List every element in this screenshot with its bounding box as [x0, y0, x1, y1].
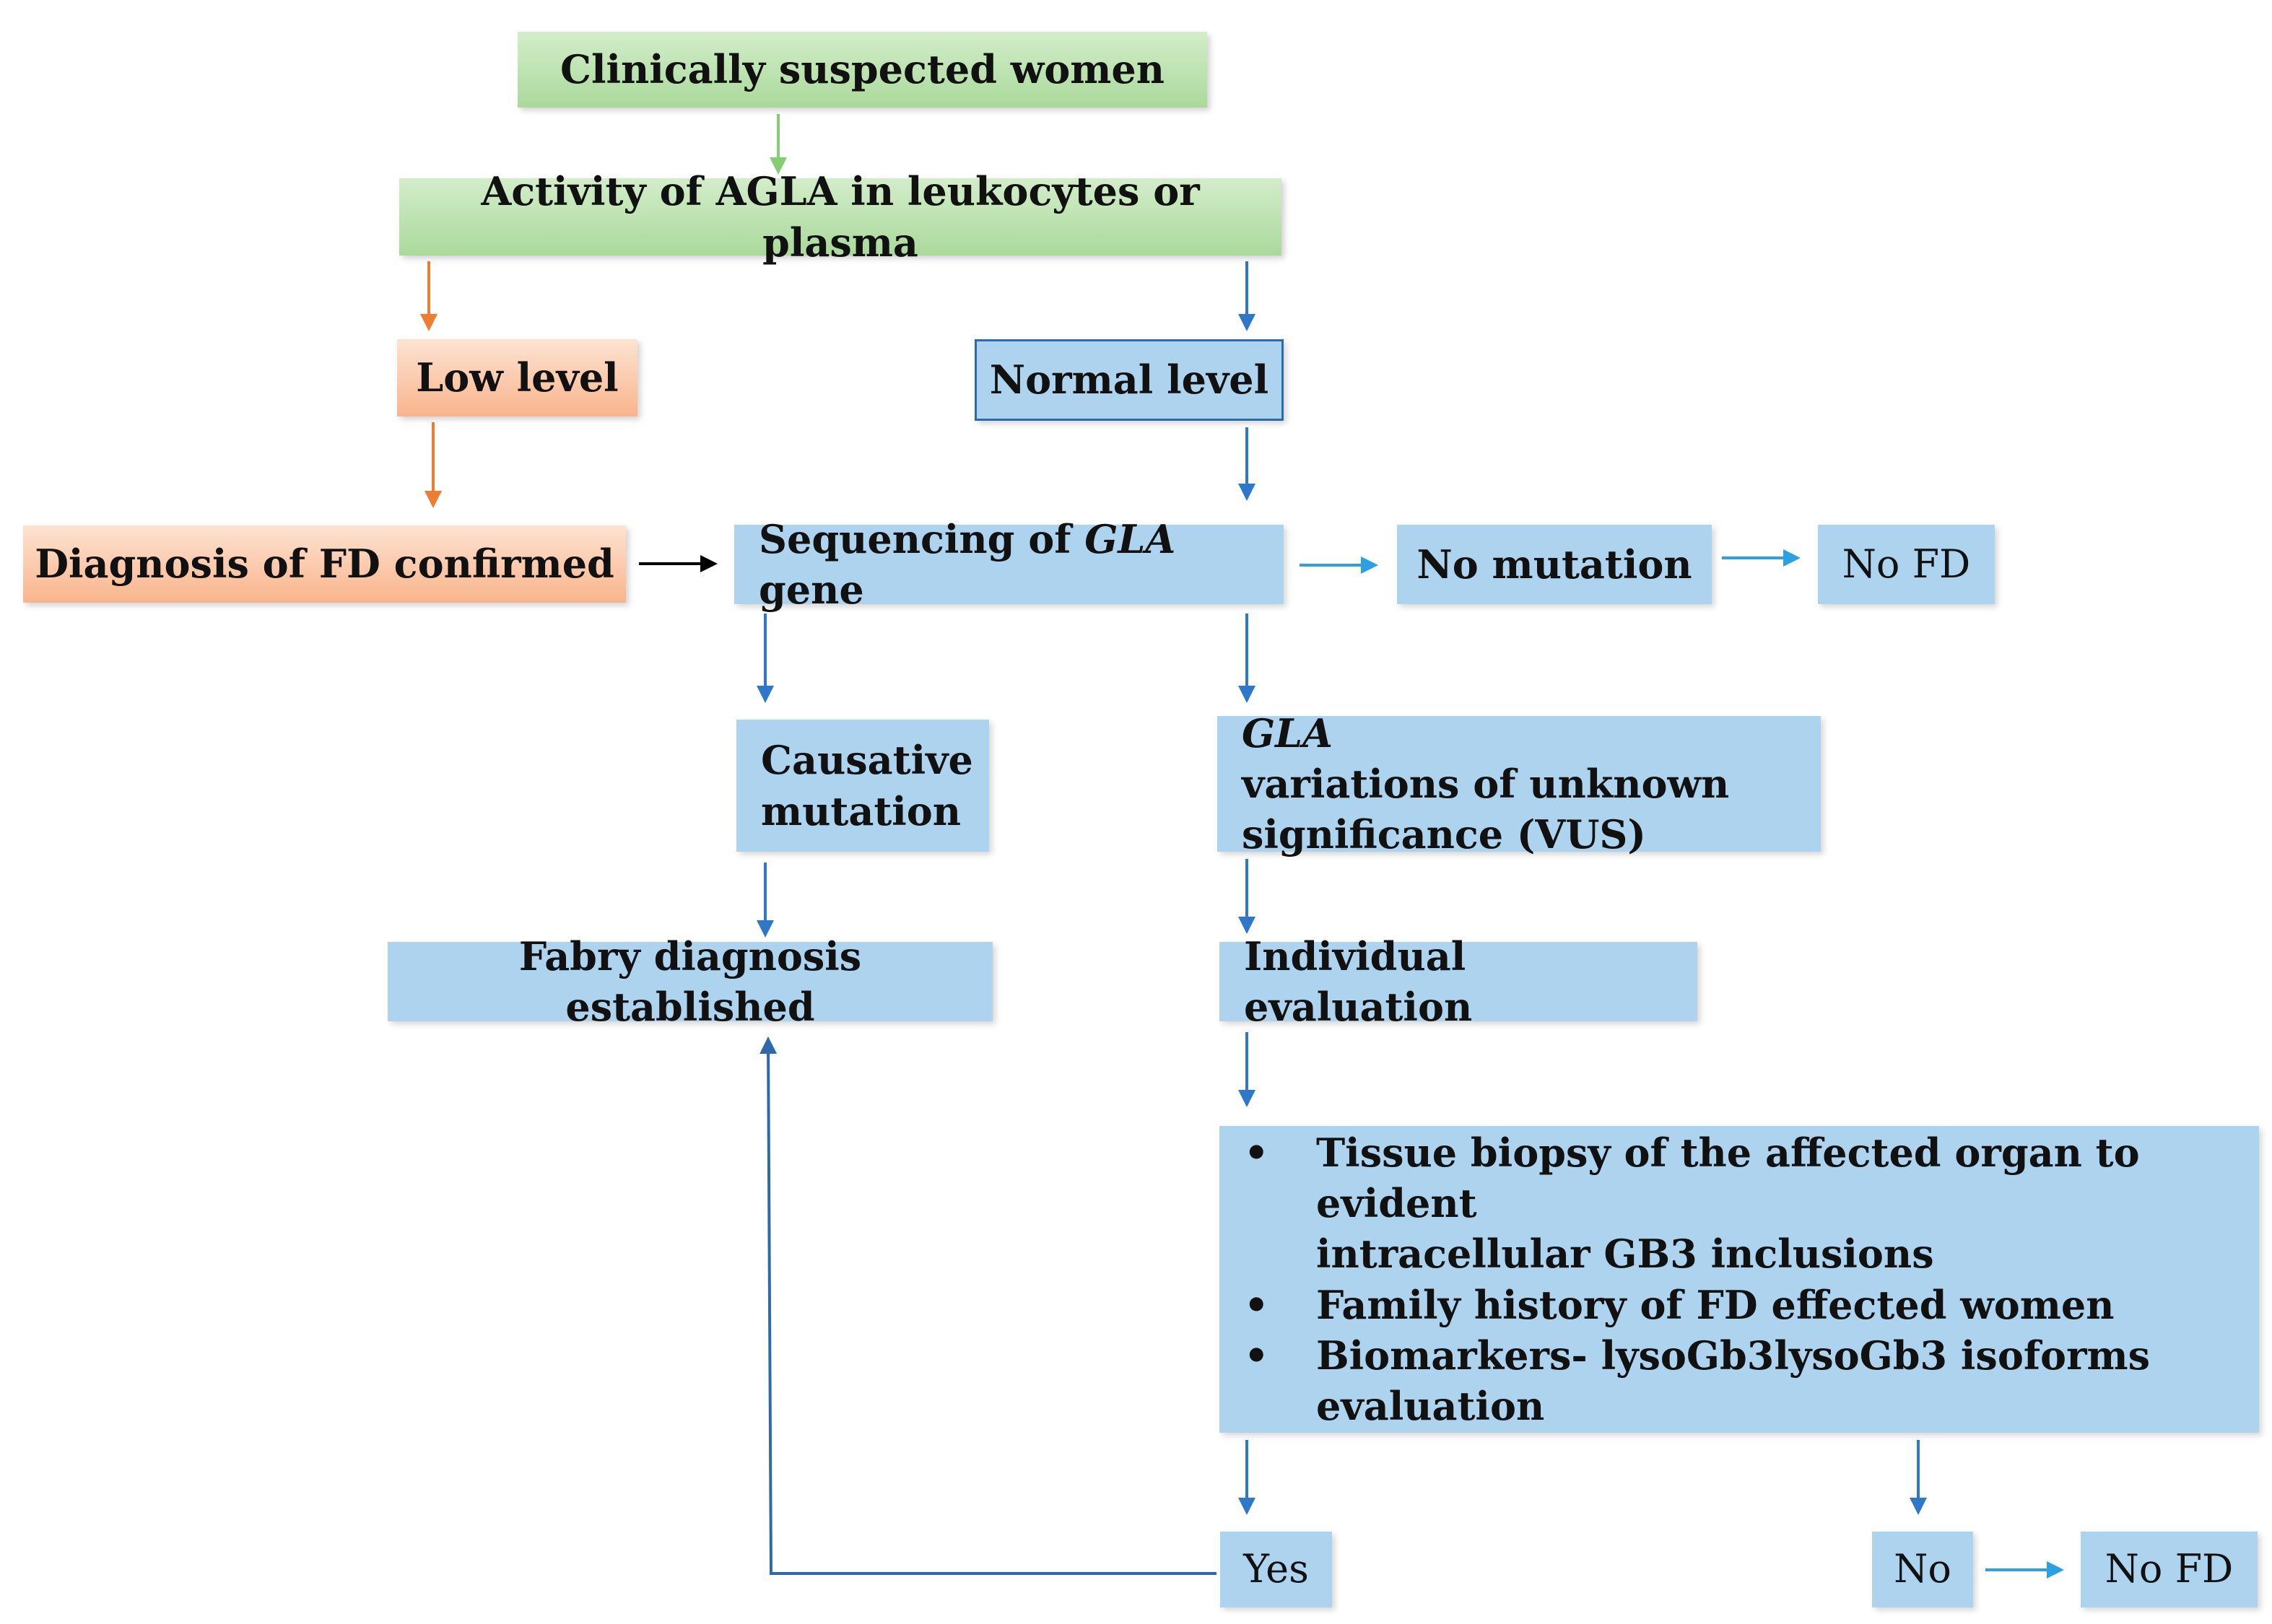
bullet-icon: • [1244, 1281, 1269, 1328]
node-diagnosis-of-fd-confirmed: Diagnosis of FD confirmed [23, 525, 626, 603]
criteria-item: • Biomarkers- lysoGb3lysoGb3 isoforms ev… [1244, 1330, 2245, 1431]
node-gla-vus: GLA variations of unknown significance (… [1217, 710, 1821, 857]
node-normal-level: Normal level [975, 339, 1284, 421]
node-fabry-diagnosis-established: Fabry diagnosis established [388, 933, 993, 1030]
node-clinically-suspected-women: Clinically suspected women [518, 32, 1207, 108]
criteria-item: • Family history of FD effected women [1244, 1280, 2245, 1330]
bullet-icon: • [1244, 1129, 1269, 1176]
node-yes: Yes [1220, 1532, 1332, 1607]
node-causative-mutation: Causative mutation [736, 720, 989, 852]
bullet-icon: • [1244, 1332, 1269, 1379]
node-low-level: Low level [397, 339, 637, 416]
arrow-yes-to-fabry-loop [759, 1036, 1216, 1575]
criteria-item: • Tissue biopsy of the affected organ to… [1244, 1127, 2245, 1280]
node-evaluation-criteria: • Tissue biopsy of the affected organ to… [1219, 1126, 2259, 1433]
vus-line-1: GLA variations of unknown [1242, 710, 1730, 807]
node-individual-evaluation: Individual evaluation [1219, 933, 1697, 1030]
node-no-fd-top: No FD [1818, 525, 1995, 604]
node-no-fd-bottom: No FD [2081, 1532, 2258, 1607]
node-no: No [1872, 1532, 1973, 1607]
node-activity-of-agla: Activity of AGLA in leukocytes or plasma [399, 168, 1281, 266]
sequencing-label: Sequencing of GLA gene [759, 515, 1176, 613]
node-sequencing-of-gla-gene: Sequencing of GLA gene [734, 516, 1284, 613]
node-no-mutation: No mutation [1397, 525, 1712, 604]
